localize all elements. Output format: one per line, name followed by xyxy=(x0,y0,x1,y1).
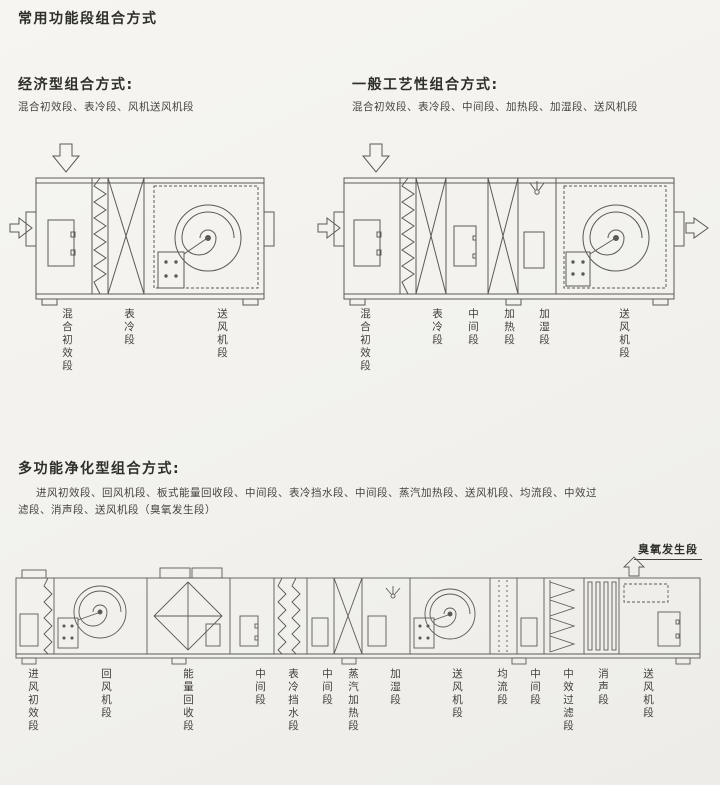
access-door xyxy=(205,623,221,647)
recovery-top-duct xyxy=(159,567,191,579)
section-label: 中间段 xyxy=(321,668,333,707)
heating-coil-icon xyxy=(333,577,363,655)
section-label: 中间段 xyxy=(254,668,266,707)
humidifier-icon xyxy=(523,181,545,269)
access-door xyxy=(311,617,329,647)
section-label: 中间段 xyxy=(467,308,479,347)
access-door xyxy=(47,219,75,267)
fan-icon xyxy=(424,588,476,640)
access-door xyxy=(239,615,259,647)
section-label: 能量回收段 xyxy=(182,668,194,733)
unit-casing xyxy=(35,177,265,295)
general-unit-diagram xyxy=(317,143,709,306)
filter-zigzag-icon xyxy=(401,177,415,295)
section-label: 表冷段 xyxy=(431,308,443,347)
ozone-up-arrow-icon xyxy=(622,556,646,577)
fan-icon xyxy=(73,585,127,639)
general-heading: 一般工艺性组合方式: xyxy=(352,77,499,93)
base-frame xyxy=(15,653,701,665)
belt-line xyxy=(433,614,449,621)
section-label: 进风初效段 xyxy=(27,668,39,733)
section-label: 消声段 xyxy=(597,668,609,707)
access-door xyxy=(520,617,538,647)
unit-casing xyxy=(343,177,675,295)
motor-door xyxy=(157,251,185,289)
section-label: 送风机段 xyxy=(642,668,654,720)
motor-door xyxy=(413,617,435,649)
section-label: 送风机段 xyxy=(618,308,630,360)
down-arrow-icon xyxy=(51,143,81,173)
economic-subtitle: 混合初效段、表冷段、风机送风机段 xyxy=(18,101,194,113)
section-label: 加湿段 xyxy=(389,668,401,707)
intermediate-door xyxy=(453,225,477,267)
multifunction-heading: 多功能净化型组合方式: xyxy=(18,461,181,477)
section-label: 加热段 xyxy=(503,308,515,347)
outlet-flange xyxy=(673,211,685,247)
ozone-generator-box xyxy=(623,583,669,603)
eliminator-zigzag-icon xyxy=(277,577,301,655)
section-label: 中效过滤段 xyxy=(562,668,574,733)
access-door xyxy=(367,615,387,647)
belt-line xyxy=(183,238,207,255)
motor-door xyxy=(565,251,591,287)
general-subtitle: 混合初效段、表冷段、中间段、加热段、加湿段、送风机段 xyxy=(352,101,638,113)
bag-filter-icon xyxy=(549,580,576,653)
fan-icon xyxy=(582,204,650,272)
section-label: 蒸汽加热段 xyxy=(347,668,359,733)
plate-heat-exchanger-icon xyxy=(153,581,223,651)
belt-line xyxy=(77,612,99,621)
section-label: 送风机段 xyxy=(451,668,463,720)
multifunction-description-line1: 进风初效段、回风机段、板式能量回收段、中间段、表冷挡水段、中间段、蒸汽加热段、送… xyxy=(36,487,597,499)
perforated-plate-icon xyxy=(498,580,508,652)
section-label: 中间段 xyxy=(529,668,541,707)
silencer-splitter-icon xyxy=(587,581,617,651)
belt-line xyxy=(589,238,615,255)
cooling-coil-icon xyxy=(107,177,145,295)
section-label: 回风机段 xyxy=(100,668,112,720)
economic-heading: 经济型组合方式: xyxy=(18,77,134,93)
access-door xyxy=(353,219,381,267)
section-label: 混合初效段 xyxy=(359,308,371,373)
fan-icon xyxy=(174,204,242,272)
inlet-arrow-icon xyxy=(317,216,341,240)
multifunction-description-line2: 滤段、消声段、送风机段（臭氧发生段） xyxy=(18,504,216,516)
multifunction-unit-diagram xyxy=(15,556,701,665)
base-frame xyxy=(35,293,265,306)
intake-hood xyxy=(21,569,47,579)
section-label: 混合初效段 xyxy=(61,308,73,373)
section-label: 表冷段 xyxy=(123,308,135,347)
page-title: 常用功能段组合方式 xyxy=(18,11,158,27)
inlet-arrow-icon xyxy=(9,216,33,240)
base-frame xyxy=(343,293,675,306)
humidifier-icon xyxy=(385,586,401,599)
outlet-flange xyxy=(263,211,275,247)
section-label: 加湿段 xyxy=(538,308,550,347)
economic-unit-diagram xyxy=(9,143,275,306)
access-door xyxy=(19,613,39,647)
cooling-coil-icon xyxy=(415,177,447,295)
heating-coil-icon xyxy=(487,177,519,295)
motor-door xyxy=(57,617,79,649)
down-arrow-icon xyxy=(361,143,391,173)
filter-zigzag-icon xyxy=(43,577,53,655)
outlet-arrow-icon xyxy=(685,217,709,239)
section-label: 均流段 xyxy=(496,668,508,707)
section-label: 表冷挡水段 xyxy=(287,668,299,733)
recovery-top-duct xyxy=(191,567,223,579)
section-label: 送风机段 xyxy=(216,308,228,360)
filter-zigzag-icon xyxy=(93,177,107,295)
ozone-label: 臭氧发生段 xyxy=(634,541,702,560)
access-door xyxy=(657,611,681,647)
